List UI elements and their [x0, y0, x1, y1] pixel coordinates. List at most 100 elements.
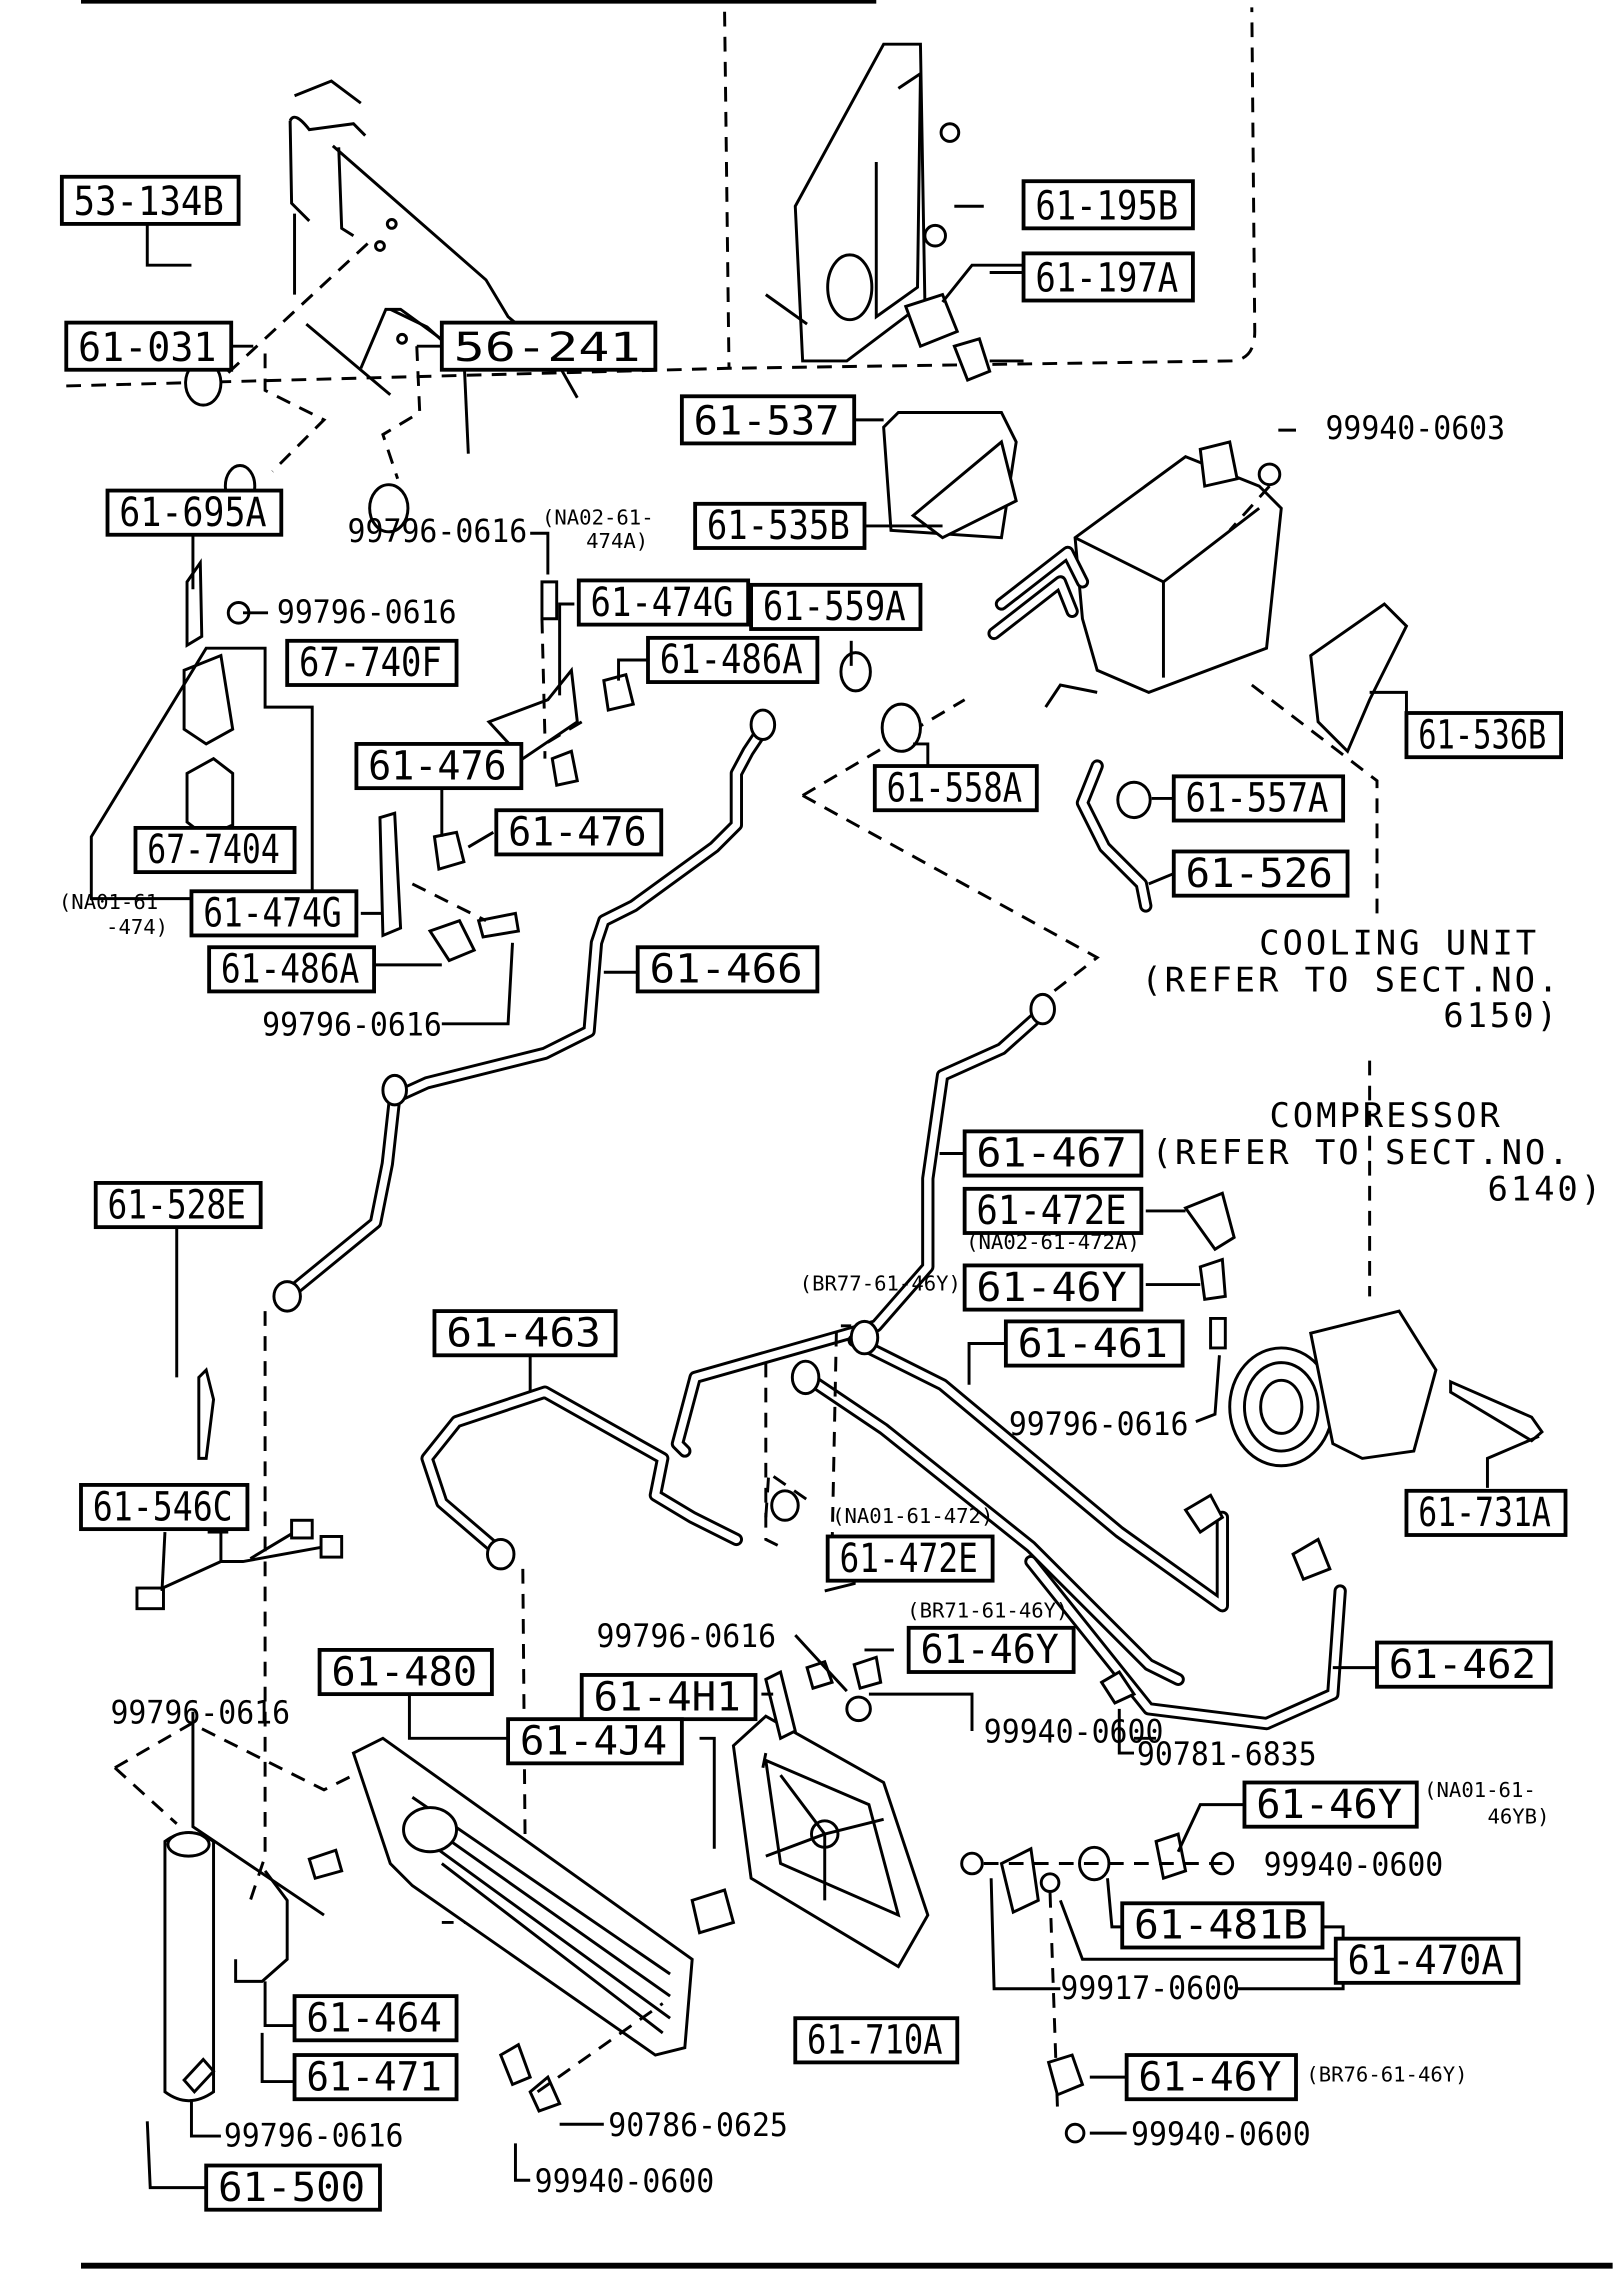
part-number: 61-476: [368, 743, 506, 789]
bolt-61-731A-icon: [1449, 1379, 1544, 1443]
part-label-box[interactable]: 61-474G: [576, 578, 751, 627]
part-label-frame: [64, 320, 234, 372]
hardware-part-number[interactable]: 90786-0625: [608, 2106, 788, 2144]
part-label-box[interactable]: 61-031: [64, 320, 234, 372]
section-reference-text: (REFER TO SECT.NO.: [1141, 960, 1561, 999]
hardware-part-number[interactable]: 99917-0600: [1060, 1969, 1240, 2007]
part-number: 61-731A: [1418, 1490, 1551, 1536]
hardware-part-number[interactable]: 99796-0616: [110, 1694, 290, 1732]
hardware-part-number[interactable]: 99796-0616: [1009, 1405, 1189, 1443]
hardware-part-number[interactable]: 99940-0600: [1131, 2115, 1311, 2153]
section-reference-text: (REFER TO SECT.NO.: [1152, 1133, 1572, 1172]
part-label-box[interactable]: 61-528E: [93, 1181, 263, 1230]
part-label-box[interactable]: 61-4H1: [579, 1673, 758, 1722]
part-label-frame: [1124, 2053, 1298, 2102]
hardware-part-number[interactable]: 99796-0616: [277, 593, 457, 631]
drier-61-500-icon: [163, 1831, 216, 2103]
part-label-box[interactable]: 61-46Y: [906, 1625, 1076, 1674]
part-number: 61-462: [1389, 1642, 1536, 1688]
part-label-frame: [872, 764, 1039, 813]
alternate-part-note: (BR71-61-46Y): [907, 1599, 1068, 1623]
part-label-box[interactable]: 61-467: [962, 1129, 1144, 1178]
part-label-box[interactable]: 61-476: [494, 808, 664, 857]
part-label-box[interactable]: 61-695A: [105, 488, 284, 537]
hardware-part-number[interactable]: 99940-0603: [1325, 409, 1505, 447]
seal-61-536B-icon: [1309, 602, 1409, 754]
hardware-part-number[interactable]: 99940-0600: [1264, 1845, 1444, 1883]
hardware-part-number[interactable]: 99796-0616: [224, 2116, 404, 2154]
hardware-part-number[interactable]: 99796-0616: [262, 1006, 442, 1044]
part-number: 61-472E: [839, 1536, 977, 1582]
part-label-box[interactable]: 61-46Y: [962, 1263, 1144, 1312]
part-label-box[interactable]: 61-461: [1003, 1319, 1185, 1368]
part-label-box[interactable]: 61-197A: [1021, 251, 1195, 303]
part-label-box[interactable]: 61-710A: [793, 2016, 960, 2065]
part-label-frame: [1171, 774, 1346, 823]
part-label-box[interactable]: 61-472E: [962, 1186, 1144, 1235]
part-label-box[interactable]: 61-731A: [1404, 1488, 1568, 1537]
part-label-box[interactable]: 53-134B: [59, 174, 241, 226]
part-label-box[interactable]: 61-481B: [1120, 1901, 1325, 1950]
part-label-box[interactable]: 61-537: [679, 394, 857, 446]
part-number: 67-7404: [147, 827, 280, 873]
hardware-part-number[interactable]: 90781-6835: [1137, 1735, 1317, 1773]
part-number: 61-558A: [887, 765, 1023, 811]
part-label-box[interactable]: 61-466: [635, 945, 820, 994]
part-number: 61-031: [78, 325, 216, 371]
part-label-box[interactable]: 61-535B: [693, 501, 867, 550]
part-label-box[interactable]: 61-463: [432, 1309, 618, 1358]
part-number: 61-463: [446, 1310, 601, 1356]
part-label-box[interactable]: 61-470A: [1333, 1936, 1521, 1985]
cooling-unit-drawing: [801, 411, 1409, 1011]
hardware-part-number[interactable]: 99940-0600: [984, 1713, 1164, 1751]
part-label-box[interactable]: 61-486A: [207, 945, 376, 994]
part-number: 61-526: [1186, 851, 1333, 897]
part-number: 61-461: [1018, 1321, 1168, 1367]
alternate-part-note: (NA01-61-472): [832, 1504, 993, 1528]
part-label-box[interactable]: 61-536B: [1404, 711, 1564, 760]
part-number-boxes: 53-134B 61-031 56-241 61-195B 61-197A 61-537 6…: [59, 174, 1568, 2212]
part-number: 61-471: [306, 2054, 441, 2100]
part-label-box[interactable]: 61-474G: [189, 889, 359, 938]
part-label-box[interactable]: 61-462: [1375, 1640, 1553, 1689]
section-reference-text: COOLING UNIT: [1259, 924, 1539, 963]
part-label-box[interactable]: 67-740F: [285, 638, 459, 687]
part-label-box[interactable]: 61-559A: [749, 582, 923, 631]
part-label-box[interactable]: 61-195B: [1021, 179, 1195, 231]
part-label-frame: [59, 174, 241, 226]
part-label-frame: [494, 808, 664, 857]
hardware-part-number[interactable]: 99796-0616: [596, 1617, 776, 1655]
part-number: 61-486A: [660, 637, 803, 683]
part-label-frame: [749, 582, 923, 631]
part-label-box[interactable]: 61-546C: [79, 1483, 250, 1532]
part-label-box[interactable]: 61-526: [1171, 849, 1350, 898]
part-label-frame: [207, 945, 376, 994]
part-number: 61-710A: [807, 2018, 943, 2064]
hardware-part-number[interactable]: 99940-0600: [535, 2162, 715, 2200]
part-label-box[interactable]: 61-486A: [646, 635, 820, 684]
clip-61-528E-icon: [197, 1367, 216, 1460]
part-label-box[interactable]: 61-472E: [825, 1534, 995, 1583]
part-label-box[interactable]: 61-558A: [872, 764, 1039, 813]
part-label-box[interactable]: 56-241: [439, 320, 658, 372]
part-label-box[interactable]: 61-500: [204, 2163, 382, 2212]
part-label-box[interactable]: 61-476: [354, 742, 524, 791]
alternate-part-notes: (NA02-61-474A)(NA01-61-474)(NA02-61-472A…: [59, 505, 1550, 2086]
part-label-frame: [79, 1483, 250, 1532]
compressor-drawing: [1183, 1191, 1544, 1468]
part-label-box[interactable]: 61-4J4: [506, 1717, 684, 1766]
part-label-box[interactable]: 61-557A: [1171, 774, 1346, 823]
part-label-box[interactable]: 61-46Y: [1242, 1780, 1419, 1829]
part-label-box[interactable]: 61-480: [317, 1648, 494, 1697]
hardware-part-number[interactable]: 99796-0616: [348, 512, 528, 550]
section-reference-text: 6150): [1443, 996, 1560, 1035]
part-label-box[interactable]: 61-46Y: [1124, 2053, 1298, 2102]
part-label-box[interactable]: 61-464: [292, 1994, 459, 2043]
part-label-frame: [906, 1625, 1076, 1674]
part-number: 61-695A: [119, 490, 266, 536]
part-label-box[interactable]: 61-471: [292, 2053, 459, 2102]
part-number: 67-740F: [299, 640, 442, 686]
part-label-box[interactable]: 67-7404: [133, 825, 297, 875]
part-number: 56-241: [454, 325, 641, 371]
